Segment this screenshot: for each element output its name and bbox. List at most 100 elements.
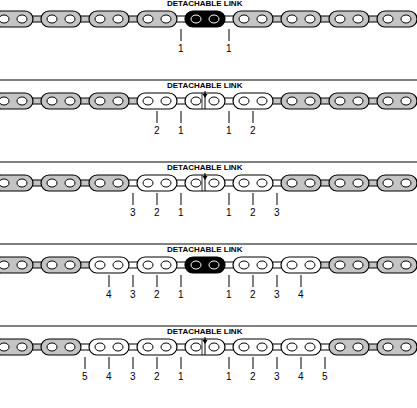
stud-link [185, 339, 225, 355]
pointer-arrow [203, 176, 208, 180]
callout-number: 1 [178, 208, 184, 218]
link-hole [47, 261, 57, 269]
callout-number: 4 [298, 372, 304, 382]
link-hole [209, 261, 219, 269]
leader-line [277, 275, 278, 287]
leader-line [181, 29, 182, 41]
link-joint [202, 93, 203, 109]
leader-line [229, 29, 230, 41]
callout-number: 3 [130, 290, 136, 300]
link-hole [65, 261, 75, 269]
link-hole [95, 343, 105, 351]
link-hole [65, 15, 75, 23]
leader-line [253, 357, 254, 369]
link-hole [161, 343, 171, 351]
stud-link [377, 93, 417, 109]
stud-link [41, 93, 81, 109]
link-hole [239, 15, 249, 23]
stud-link [137, 11, 177, 27]
leader-line [133, 357, 134, 369]
stud-link [41, 11, 81, 27]
link-hole [239, 97, 249, 105]
link-hole [383, 179, 393, 187]
leader-line [181, 111, 182, 123]
stud-link [329, 257, 369, 273]
stud-link [377, 11, 417, 27]
link-hole [257, 179, 267, 187]
link-hole [287, 97, 297, 105]
link-joint [202, 175, 203, 191]
link-hole [17, 343, 27, 351]
row-separator [0, 326, 417, 327]
callout-number: 3 [274, 372, 280, 382]
stud-link [137, 257, 177, 273]
callout-number: 4 [106, 290, 112, 300]
leader-line [229, 275, 230, 287]
callout-number: 1 [178, 44, 184, 54]
link-hole [17, 261, 27, 269]
link-hole [401, 261, 411, 269]
stud-link [377, 257, 417, 273]
row-separator [0, 244, 417, 245]
stud-link [41, 339, 81, 355]
stud-link [233, 339, 273, 355]
callout-number: 1 [178, 290, 184, 300]
callout-number: 1 [226, 290, 232, 300]
link-hole [17, 15, 27, 23]
link-hole [305, 261, 315, 269]
link-hole [143, 261, 153, 269]
part-label: DETACHABLE LINK [167, 82, 242, 90]
leader-line [325, 357, 326, 369]
stud-link [281, 257, 321, 273]
stud-link [0, 175, 33, 191]
link-hole [383, 261, 393, 269]
callout-number: 2 [154, 126, 160, 136]
link-hole [161, 179, 171, 187]
callout-number: 3 [130, 208, 136, 218]
link-hole [401, 97, 411, 105]
link-hole [257, 97, 267, 105]
stud-link [281, 93, 321, 109]
link-hole [47, 15, 57, 23]
stud-link [0, 93, 33, 109]
link-hole [305, 15, 315, 23]
link-hole [0, 261, 9, 269]
link-hole [161, 261, 171, 269]
link-hole [287, 261, 297, 269]
link-hole [17, 179, 27, 187]
stud-link [89, 257, 129, 273]
part-label: DETACHABLE LINK [167, 328, 242, 336]
stud-link [281, 339, 321, 355]
leader-line [181, 275, 182, 287]
callout-number: 1 [226, 208, 232, 218]
link-hole [287, 179, 297, 187]
link-hole [383, 97, 393, 105]
link-hole [191, 97, 201, 105]
stud-link [41, 175, 81, 191]
callout-number: 3 [274, 208, 280, 218]
callout-number: 2 [154, 290, 160, 300]
leader-line [157, 357, 158, 369]
link-hole [95, 97, 105, 105]
part-label: DETACHABLE LINK [167, 164, 242, 172]
stud-link [281, 11, 321, 27]
link-hole [239, 261, 249, 269]
leader-line [253, 111, 254, 123]
stud-link [89, 175, 129, 191]
link-hole [143, 179, 153, 187]
link-hole [0, 343, 9, 351]
link-hole [239, 343, 249, 351]
leader-line [157, 275, 158, 287]
link-hole [113, 15, 123, 23]
link-hole [0, 179, 9, 187]
leader-line [253, 193, 254, 205]
link-hole [209, 15, 219, 23]
leader-line [133, 193, 134, 205]
callout-number: 4 [106, 372, 112, 382]
link-hole [0, 15, 9, 23]
link-hole [143, 343, 153, 351]
link-hole [143, 15, 153, 23]
leader-line [109, 357, 110, 369]
stud-link [137, 93, 177, 109]
stud-link [329, 93, 369, 109]
